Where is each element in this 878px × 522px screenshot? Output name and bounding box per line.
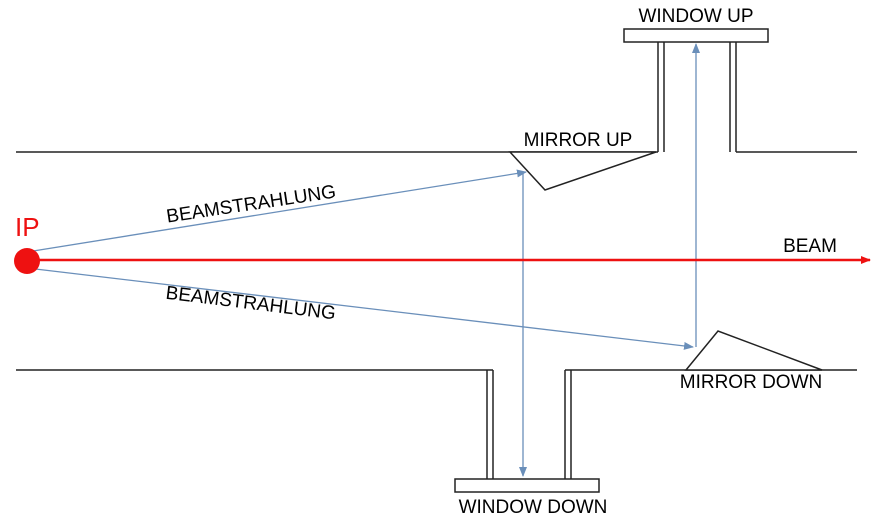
- beamstrahlung-upper-label: BEAMSTRAHLUNG: [165, 182, 337, 228]
- beam-label: BEAM: [783, 236, 837, 257]
- ip-label: IP: [15, 212, 40, 242]
- beamstrahlung-ray-lower: [26, 267, 694, 350]
- beamstrahlung-ray-upper: [26, 169, 527, 253]
- upper-window-port: [657, 42, 737, 152]
- mirror-up-label: MIRROR UP: [524, 130, 633, 151]
- lower-window-port: [486, 370, 572, 479]
- mirror-down-label: MIRROR DOWN: [680, 372, 822, 393]
- window-up-label: WINDOW UP: [638, 6, 753, 27]
- beamstrahlung-lower-label: BEAMSTRAHLUNG: [165, 283, 337, 325]
- mirror-down: [684, 330, 823, 371]
- window-down-label: WINDOW DOWN: [459, 497, 608, 518]
- ip-point: [14, 248, 40, 274]
- radiation-rays: [26, 43, 700, 477]
- window-down-plate: [454, 478, 600, 493]
- window-up-plate: [623, 28, 769, 43]
- mirror-up: [508, 151, 657, 191]
